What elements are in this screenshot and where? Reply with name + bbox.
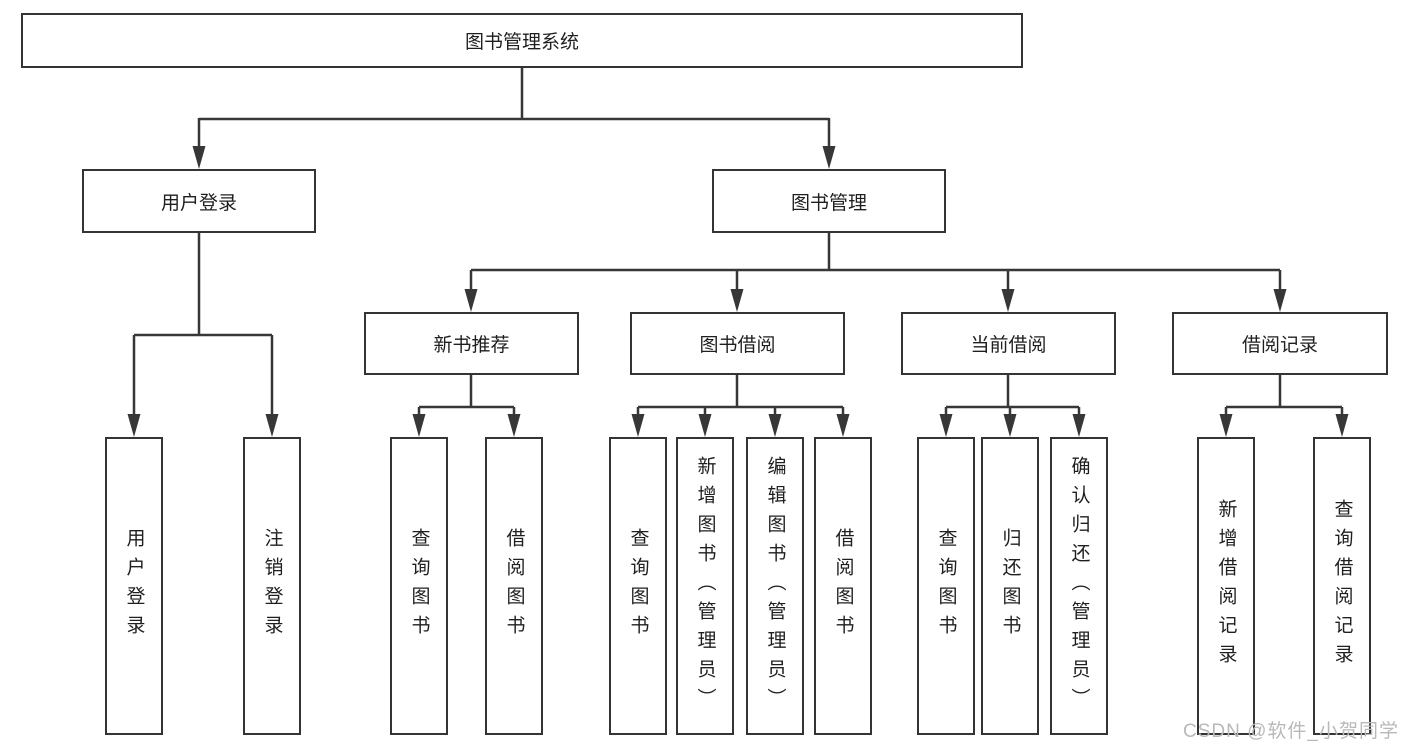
leaf-borrow-books-recommend: 借阅图书 [485,437,543,735]
arrow-down-icon [1003,414,1017,437]
node-label: 新书推荐 [433,335,510,356]
leaf-query-books-current: 查询图书 [917,437,975,735]
arrow-down-icon [1219,414,1233,437]
node-label: 注销登录 [261,528,283,644]
arrow-down-icon [939,414,953,437]
arrow-down-icon [1335,414,1349,437]
node-label: 确认归还（管理员） [1068,455,1090,717]
arrow-down-icon [768,414,782,437]
leaf-query-books-borrowing: 查询图书 [609,437,667,735]
leaf-add-books-admin: 新增图书（管理员） [676,437,734,735]
arrow-down-icon [464,289,478,312]
node-label: 借阅图书 [503,528,525,644]
node-borrowing-records: 借阅记录 [1172,312,1388,375]
csdn-watermark: CSDN @软件_小贺同学 [1183,721,1399,742]
arrow-down-icon [1001,289,1015,312]
node-label: 用户登录 [160,192,237,214]
leaf-edit-books-admin: 编辑图书（管理员） [746,437,804,735]
node-label: 查询图书 [627,528,649,644]
node-book-borrowing: 图书借阅 [630,312,845,375]
arrow-down-icon [631,414,645,437]
edge-borrowing-records-to-children [1219,375,1349,437]
leaf-query-books-recommend: 查询图书 [390,437,448,735]
edge-current-borrowing-to-children [939,375,1086,437]
node-label: 借阅图书 [832,528,854,644]
node-label: 归还图书 [999,528,1021,644]
node-current-borrowing: 当前借阅 [901,312,1116,375]
node-label: 查询图书 [408,528,430,644]
node-library-system: 图书管理系统 [21,13,1023,68]
leaf-user-login: 用户登录 [105,437,163,735]
node-label: 查询借阅记录 [1331,499,1353,673]
arrow-down-icon [822,146,836,169]
arrow-down-icon [507,414,521,437]
edge-user-login-to-children [127,233,279,437]
node-label: 新增图书（管理员） [694,455,716,717]
arrow-down-icon [836,414,850,437]
leaf-logout: 注销登录 [243,437,301,735]
arrow-down-icon [192,146,206,169]
node-label: 图书管理 [790,192,867,214]
edge-new-book-rec-to-children [412,375,521,437]
leaf-query-borrow-record: 查询借阅记录 [1313,437,1371,735]
node-label: 当前借阅 [970,335,1047,356]
node-label: 图书借阅 [699,335,776,356]
leaf-add-borrow-record: 新增借阅记录 [1197,437,1255,735]
arrow-down-icon [127,414,141,437]
arrow-down-icon [1072,414,1086,437]
edge-root-to-level2 [192,68,836,169]
arrow-down-icon [698,414,712,437]
node-label: 用户登录 [123,528,145,644]
leaf-return-books: 归还图书 [981,437,1039,735]
node-label: 查询图书 [935,528,957,644]
edge-book-mgmt-to-level3 [464,233,1287,312]
node-label: 借阅记录 [1241,335,1318,356]
leaf-borrow-books-borrowing: 借阅图书 [814,437,872,735]
edge-book-borrowing-to-children [631,375,850,437]
arrow-down-icon [730,289,744,312]
node-label: 新增借阅记录 [1215,499,1237,673]
node-book-management: 图书管理 [712,169,946,233]
arrow-down-icon [265,414,279,437]
node-new-book-recommend: 新书推荐 [364,312,579,375]
leaf-confirm-return-admin: 确认归还（管理员） [1050,437,1108,735]
arrow-down-icon [412,414,426,437]
node-user-login: 用户登录 [82,169,316,233]
node-label: 图书管理系统 [464,32,579,53]
arrow-down-icon [1273,289,1287,312]
node-label: 编辑图书（管理员） [764,455,786,717]
